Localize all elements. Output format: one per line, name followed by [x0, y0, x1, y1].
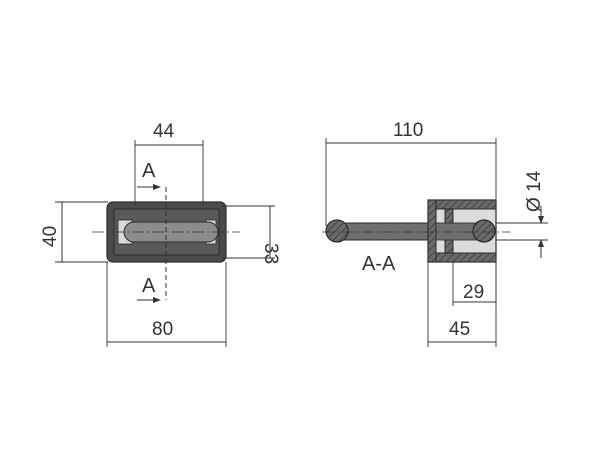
- dimension-diameter-14-text: Ø 14: [524, 170, 545, 212]
- dimension-45-text: 45: [449, 319, 470, 340]
- rod-end-left: [325, 219, 349, 243]
- rod-end-right: [472, 219, 496, 243]
- dimension-44-text: 44: [153, 121, 175, 142]
- dimension-110-text: 110: [393, 120, 423, 141]
- section-wall-bottom: [427, 252, 497, 263]
- front-view: A A 44 40 33: [40, 121, 281, 347]
- section-mark-bottom-label: A: [142, 275, 156, 297]
- dimension-40-text: 40: [40, 226, 61, 247]
- dimension-33: 33: [222, 205, 281, 264]
- section-mark-top-label: A: [142, 160, 156, 182]
- dimension-29: 29: [452, 262, 497, 306]
- dimension-33-text: 33: [260, 243, 281, 264]
- dimension-40: 40: [40, 201, 108, 263]
- dimension-45: 45: [427, 262, 497, 347]
- dimension-29-text: 29: [463, 282, 484, 303]
- section-view: 110 Ø 14 29 45 A-A: [322, 120, 548, 347]
- section-wall-top: [427, 199, 497, 210]
- dimension-diameter-14: Ø 14: [496, 170, 548, 258]
- section-mark-bottom: A: [137, 275, 161, 303]
- dimension-110: 110: [325, 120, 497, 226]
- section-wall-left: [427, 199, 437, 263]
- dimension-44: 44: [134, 121, 204, 205]
- dimension-80-text: 80: [152, 319, 173, 340]
- section-mark-top: A: [137, 160, 161, 190]
- section-label: A-A: [362, 253, 396, 275]
- dimension-80: 80: [106, 262, 227, 347]
